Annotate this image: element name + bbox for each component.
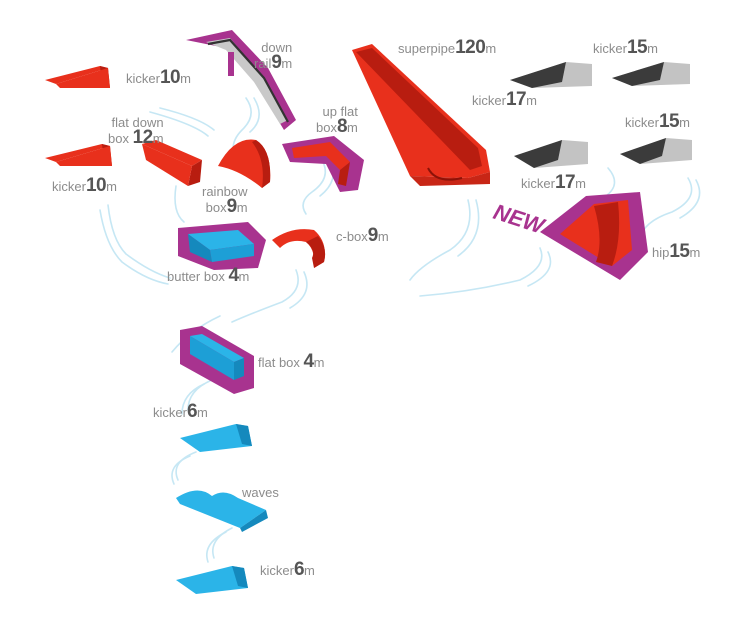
track-line xyxy=(171,455,191,485)
label-kicker-10-b: kicker10m xyxy=(52,175,117,196)
down-rail-shape xyxy=(186,30,296,130)
label-kicker-6-a: kicker6m xyxy=(153,401,208,422)
track-line xyxy=(107,204,171,279)
track-line xyxy=(99,209,169,285)
rainbow-box-shape xyxy=(218,139,271,188)
kicker-10-b-shape xyxy=(45,144,112,166)
butter-box-shape xyxy=(178,222,266,270)
c-box-shape xyxy=(272,229,326,268)
label-hip: hip15m xyxy=(652,241,701,262)
track-line xyxy=(206,531,227,563)
label-butter-box: butter box 4m xyxy=(167,265,250,286)
label-flat-down-box: flat down box 12m xyxy=(108,115,164,148)
kicker-17-a-shape xyxy=(510,62,592,88)
kicker-10-a-shape xyxy=(45,66,110,88)
kicker-6-a-shape xyxy=(180,424,252,452)
up-flat-box-shape xyxy=(282,136,364,192)
track-line xyxy=(409,199,471,281)
label-kicker-6-b: kicker6m xyxy=(260,559,315,580)
label-flat-box: flat box 4m xyxy=(258,351,325,372)
new-badge: NEW xyxy=(490,199,549,239)
track-line xyxy=(149,111,209,137)
label-kicker-17-b: kicker17m xyxy=(521,172,586,193)
track-line xyxy=(174,185,185,223)
track-line xyxy=(159,107,215,131)
hip-shape xyxy=(540,192,648,280)
label-kicker-17-a: kicker17m xyxy=(472,89,537,110)
label-up-flat-box: up flat box8m xyxy=(316,104,358,137)
kicker-15-a-shape xyxy=(612,62,690,86)
label-superpipe: superpipe120m xyxy=(398,37,497,58)
track-line xyxy=(187,379,213,411)
track-line xyxy=(605,167,616,197)
track-line xyxy=(639,177,693,241)
label-c-box: c-box9m xyxy=(336,225,389,246)
track-line xyxy=(212,527,233,559)
label-kicker-10-a: kicker10m xyxy=(126,67,191,88)
track-line xyxy=(457,199,480,257)
flat-box-shape xyxy=(180,326,254,394)
track-line xyxy=(679,179,701,219)
waves-shape xyxy=(176,490,268,532)
label-rainbow-box: rainbow box9m xyxy=(202,184,248,217)
track-line xyxy=(231,269,299,323)
superpipe-shape xyxy=(352,44,490,186)
kicker-6-b-shape xyxy=(176,566,248,594)
track-line xyxy=(289,271,308,309)
label-down-rail: down rail9m xyxy=(254,40,293,73)
track-line xyxy=(249,97,260,133)
track-line xyxy=(302,159,327,215)
track-line xyxy=(181,383,205,415)
track-line xyxy=(527,251,552,287)
label-kicker-15-a: kicker15m xyxy=(593,37,658,58)
track-line xyxy=(175,451,197,481)
track-line xyxy=(419,247,543,297)
label-waves: waves xyxy=(242,485,279,500)
label-kicker-15-b: kicker15m xyxy=(625,111,690,132)
kicker-17-b-shape xyxy=(514,140,588,168)
kicker-15-b-shape xyxy=(620,138,692,164)
flat-down-box-shape xyxy=(142,140,202,186)
